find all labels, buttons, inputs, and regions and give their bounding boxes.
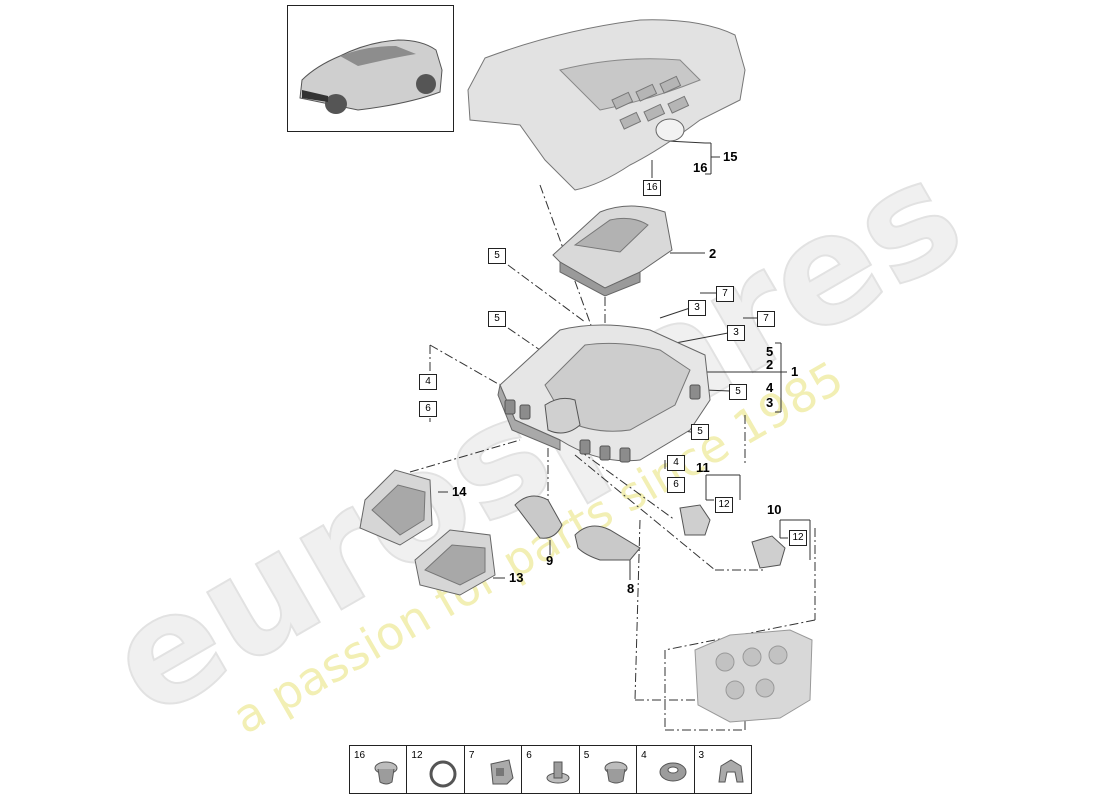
ref-box-4: 4 [419, 374, 437, 390]
vehicle-thumbnail [287, 5, 454, 132]
ref-box-5: 5 [488, 248, 506, 264]
connector-11 [679, 504, 711, 536]
legend-ref: 7 [468, 750, 475, 761]
ref-box-12: 12 [789, 530, 807, 546]
callout-2-stack: 2 [766, 357, 774, 372]
legend-cell-12: 12 [406, 746, 463, 793]
legend-ref: 16 [354, 750, 366, 761]
callout-5-stack: 5 [766, 344, 774, 359]
ref-box-4: 4 [667, 455, 685, 471]
legend-cell-6: 6 [521, 746, 578, 793]
callout-14: 14 [452, 484, 467, 499]
ref-box-16: 16 [643, 180, 661, 196]
spring-clip-icon [717, 759, 744, 783]
ref-box-6: 6 [667, 477, 685, 493]
legend-cell-4: 4 [636, 746, 693, 793]
fastener-legend: 16 12 7 6 5 [349, 745, 752, 794]
ref-box-3: 3 [727, 325, 745, 341]
grommet-icon [374, 761, 398, 785]
callout-8: 8 [627, 581, 635, 596]
ref-box-7: 7 [757, 311, 775, 327]
push-rivet-icon [546, 761, 570, 784]
hose-9 [514, 495, 563, 539]
connector-10 [751, 535, 786, 569]
ref-box-5: 5 [488, 311, 506, 327]
legend-cell-3: 3 [693, 746, 751, 793]
callout-2: 2 [709, 246, 717, 261]
ref-box-3: 3 [688, 300, 706, 316]
ref-box-6: 6 [419, 401, 437, 417]
ref-box-12: 12 [715, 497, 733, 513]
legend-ref: 5 [583, 750, 590, 761]
legend-cell-5: 5 [578, 746, 636, 793]
legend-ref: 4 [641, 750, 647, 761]
legend-ref: 6 [526, 750, 532, 761]
callout-16: 16 [693, 160, 708, 175]
callout-15: 15 [723, 149, 738, 164]
ref-box-5: 5 [691, 424, 709, 440]
legend-ref: 12 [411, 750, 423, 761]
callout-13: 13 [509, 570, 524, 585]
callout-10: 10 [767, 502, 782, 517]
legend-cell-7: 7 [463, 746, 521, 793]
callout-9: 9 [546, 553, 554, 568]
callout-1: 1 [791, 364, 799, 379]
rubber-bushing-icon [604, 761, 628, 784]
clip-nut-icon [490, 759, 514, 785]
damper-ring-icon [659, 762, 687, 782]
callout-11: 11 [696, 460, 710, 475]
o-ring-icon [429, 760, 457, 788]
legend-ref: 3 [698, 750, 705, 761]
legend-cell-16: 16 [350, 746, 406, 793]
ref-box-7: 7 [716, 286, 734, 302]
engine-block [694, 629, 813, 723]
suv-icon [299, 39, 443, 114]
callout-4-stack: 4 [766, 380, 774, 395]
callout-3-stack: 3 [766, 395, 774, 410]
ref-box-5: 5 [729, 384, 747, 400]
hose-8 [574, 525, 641, 561]
